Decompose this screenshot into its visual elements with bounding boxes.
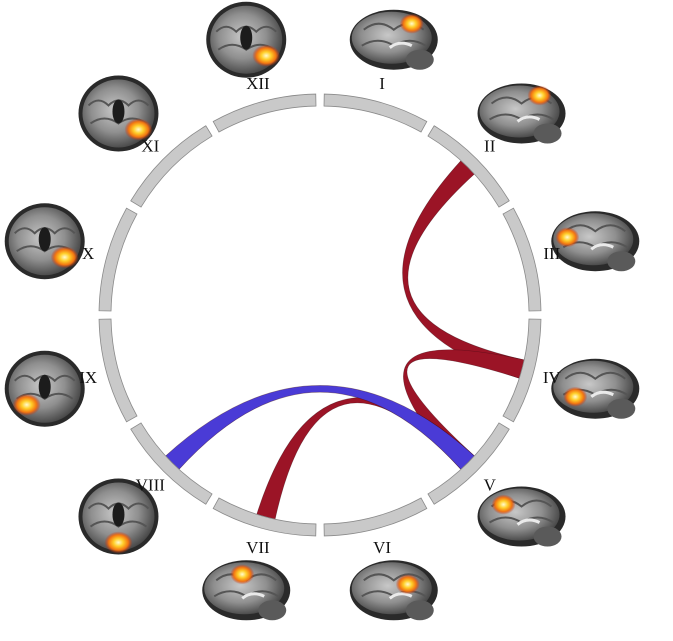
ring-segment-i [323,93,428,133]
ring-segment-ii [427,125,510,208]
connection-v-viii [165,385,475,470]
region-label-vi: VI [373,538,391,557]
region-label-iii: III [543,244,560,263]
brain-thumbnail-xii [206,1,287,78]
ring-segment-vi [323,497,428,537]
region-label-ix: IX [79,368,97,387]
brain-thumbnail-xi [78,75,159,152]
brain-thumbnail-iii [551,211,640,272]
region-label-i: I [379,74,385,93]
region-label-viii: VIII [136,476,166,495]
ring-segment-iii [502,207,542,312]
brain-thumbnail-v [477,486,566,547]
brain-thumbnail-iv [551,358,640,419]
brain-thumbnails [4,1,640,621]
region-label-ii: II [484,136,496,155]
brain-thumbnail-x [4,203,85,280]
brain-thumbnail-viii [78,478,159,555]
ring-segment-xii [212,93,317,133]
ring-segments [98,93,542,537]
ring-segment-iv [502,318,542,423]
brain-thumbnail-ii [477,83,566,144]
region-label-xii: XII [246,74,270,93]
ring-segment-x [98,207,138,312]
region-label-xi: XI [141,136,159,155]
brain-thumbnail-vii [202,560,291,621]
brain-thumbnail-ix [4,350,85,427]
ring-segment-vii [212,497,317,537]
region-label-x: X [82,244,94,263]
region-label-iv: IV [543,368,562,387]
ring-segment-xi [130,125,213,208]
ring-segment-ix [98,318,138,423]
connection-v-vii [256,397,475,520]
ring-segment-viii [130,422,213,505]
ring-segment-v [427,422,510,505]
region-label-v: V [484,476,497,495]
brain-thumbnail-i [349,9,438,70]
brain-thumbnail-vi [349,560,438,621]
connection-ii-iv [402,160,525,379]
region-label-vii: VII [246,538,270,557]
